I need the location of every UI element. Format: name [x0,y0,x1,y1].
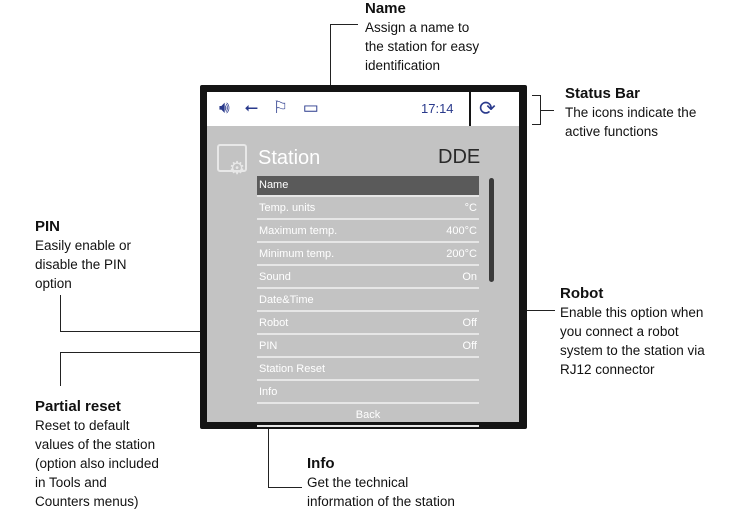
annotation-text: disable the PIN [35,257,127,272]
status-bar: 🔊︎ ⭠ ⚐ ▭ 17:14 ⟳ [207,92,519,126]
menu-item-value: 200°C [446,248,477,260]
menu-scrollbar[interactable] [489,178,494,282]
menu-item-value: °C [464,202,477,214]
annotation-text: option [35,276,72,291]
annotation-robot: Robot Enable this option when you connec… [560,285,705,379]
annotation-info: Info Get the technical information of th… [307,455,455,511]
menu-item-label: Minimum temp. [259,248,335,260]
status-divider [469,92,471,126]
annotation-text: RJ12 connector [560,362,655,377]
status-icons: 🔊︎ ⭠ ⚐ ▭ [219,98,327,118]
leader-line-reset-h [60,352,256,353]
menu-item-label: Name [259,179,289,191]
annotation-text: The icons indicate the [565,105,697,120]
gear-icon: ⚙ [229,158,246,178]
annotation-text: Get the technical [307,475,409,490]
annotation-text: you connect a robot [560,324,679,339]
back-button[interactable]: Back [257,406,479,427]
annotation-text: Easily enable or [35,238,132,253]
annotation-text: Counters menus) [35,494,139,509]
leader-line-pin-h [60,331,256,332]
menu-item-minimum-temp[interactable]: Minimum temp. 200°C [257,245,479,266]
annotation-text: the station for easy [365,39,480,54]
menu-item-info[interactable]: Info [257,383,479,404]
menu-item-label: Station Reset [259,363,326,375]
menu-item-robot[interactable]: Robot Off [257,314,479,335]
annotation-name: Name Assign a name to the station for ea… [365,0,479,75]
annotation-text: identification [365,58,441,73]
speaker-icon: 🔊︎ [219,98,232,117]
menu-item-pin[interactable]: PIN Off [257,337,479,358]
leader-line-name-h [330,24,358,25]
annotation-text: active functions [565,124,659,139]
annotation-status-bar: Status Bar The icons indicate the active… [565,85,696,141]
annotation-text: Assign a name to [365,20,470,35]
annotation-text: Enable this option when [560,305,704,320]
menu-item-date-time[interactable]: Date&Time [257,291,479,312]
screen-title: Station [258,147,321,169]
menu-item-label: Date&Time [259,294,314,306]
bracket-status-bar-top [532,95,540,96]
menu-item-value: Off [462,340,477,352]
bracket-status-bar-tick [540,110,554,111]
station-menu: Name Temp. units °C Maximum temp. 400°C … [257,176,479,429]
leader-line-info-v [268,380,269,488]
robot-arm-icon: ⚐ [272,98,291,117]
annotation-text: Reset to default [35,418,130,433]
bracket-status-bar-bottom [532,124,540,125]
annotation-text: system to the station via [560,343,705,358]
annotation-title: Partial reset [35,398,121,415]
annotation-text: (option also included [35,456,159,471]
menu-item-label: PIN [259,340,278,352]
menu-item-sound[interactable]: Sound On [257,268,479,289]
station-icon [217,144,247,172]
annotation-title: Info [307,455,335,472]
annotation-text: information of the station [307,494,455,509]
leader-line-info-h [268,487,302,488]
menu-item-value: On [462,271,477,283]
menu-item-label: Robot [259,317,289,329]
station-model: DDE [438,146,481,168]
annotation-partial-reset: Partial reset Reset to default values of… [35,398,159,511]
annotation-pin: PIN Easily enable or disable the PIN opt… [35,218,131,293]
sync-icon[interactable]: ⟳ [479,98,496,120]
annotation-title: Name [365,0,406,17]
menu-item-value: Off [462,317,477,329]
annotation-title: Status Bar [565,85,641,102]
status-time: 17:14 [421,101,454,116]
menu-item-label: Maximum temp. [259,225,338,237]
menu-item-station-reset[interactable]: Station Reset [257,360,479,381]
annotation-title: PIN [35,218,61,235]
station-menu-screen: ⚙ Station DDE Name Temp. units °C Maximu… [207,126,519,427]
usb-icon: ⭠ [244,98,261,117]
computer-icon: ▭ [302,98,321,117]
menu-item-label: Temp. units [259,202,316,214]
menu-item-label: Info [259,386,278,398]
menu-item-name[interactable]: Name [257,176,479,197]
annotation-title: Robot [560,285,604,302]
annotation-text: values of the station [35,437,156,452]
menu-item-maximum-temp[interactable]: Maximum temp. 400°C [257,222,479,243]
menu-item-label: Sound [259,271,291,283]
menu-item-temp-units[interactable]: Temp. units °C [257,199,479,220]
leader-line-reset-v [60,352,61,386]
annotation-text: in Tools and [35,475,107,490]
leader-line-pin-v [60,295,61,332]
menu-item-value: 400°C [446,225,477,237]
